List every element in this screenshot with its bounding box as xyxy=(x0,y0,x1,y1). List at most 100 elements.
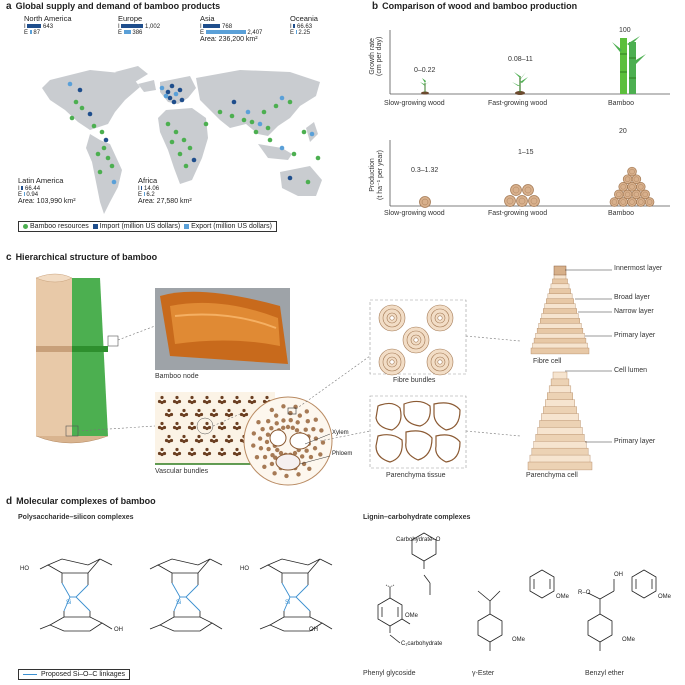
log-end xyxy=(631,174,642,184)
world-map xyxy=(42,66,322,214)
vascular-bundle-dot xyxy=(197,439,201,444)
fibre-cell-dot xyxy=(288,410,293,416)
log-end xyxy=(504,195,516,207)
trade-dot xyxy=(279,95,285,101)
bamboo-resource-dot xyxy=(73,99,79,105)
production-xlabel-slow: Slow-growing wood xyxy=(384,210,445,217)
log-ring xyxy=(633,191,640,198)
vascular-bundle-dot xyxy=(217,425,222,430)
vascular-bundle-dot xyxy=(235,421,239,426)
import-legend-icon xyxy=(92,223,98,229)
slow-seedling-icon xyxy=(420,78,430,95)
fibre-cell-dot xyxy=(281,404,286,409)
log-ring xyxy=(611,199,618,205)
si-label-2: Si xyxy=(176,600,182,606)
bamboo-resource-dot xyxy=(91,123,97,129)
fibre-cell-dot xyxy=(303,427,308,432)
export-row: E 2.25 xyxy=(290,30,311,36)
vascular-bundle-dot xyxy=(164,438,169,443)
vascular-bundle-dot xyxy=(220,447,224,452)
fibre-cell-dot xyxy=(290,425,295,431)
log-ring xyxy=(512,186,520,194)
trade-dot xyxy=(169,83,175,89)
fibre-ring xyxy=(437,359,443,365)
vascular-bundle-dot xyxy=(235,447,239,452)
cell-wall-layer xyxy=(527,461,593,471)
vascular-bundle-dot xyxy=(192,451,197,456)
fibre-cell-dot xyxy=(269,461,275,467)
export-row: E 6.2 xyxy=(138,192,155,198)
fibre-cell-dot xyxy=(288,417,293,423)
fibre-ring xyxy=(382,352,402,372)
trade-dot xyxy=(191,157,197,163)
log-ring xyxy=(629,199,635,205)
bamboo-resource-dot xyxy=(287,99,293,105)
import-row: I 66.44 xyxy=(18,186,41,192)
bond-line xyxy=(321,622,333,630)
vascular-bundle-dot xyxy=(175,447,179,452)
export-legend-icon xyxy=(184,223,190,229)
export-bar xyxy=(23,192,25,197)
growth-xlabel-slow: Slow-growing wood xyxy=(384,100,445,107)
vascular-bundle-dot xyxy=(182,434,186,439)
fibre-cell-dot xyxy=(313,417,318,422)
label-fibre-cell: Fibre cell xyxy=(533,358,562,365)
vascular-bundle-dot xyxy=(175,426,179,431)
vascular-bundle-dot xyxy=(157,451,162,456)
export-row: E 87 xyxy=(24,30,41,36)
vascular-bundle-dot xyxy=(162,451,167,456)
fibre-ring xyxy=(410,334,422,346)
vascular-bundle-dot xyxy=(235,400,239,405)
vascular-bundle-dot xyxy=(205,426,209,431)
vascular-bundle-dot xyxy=(235,452,239,457)
region-area: Area: 103,990 km² xyxy=(18,198,76,205)
vascular-bundle-dot xyxy=(207,399,212,404)
fibre-cell-dot xyxy=(262,454,268,460)
oh-label-1: OH xyxy=(114,627,123,633)
bamboo-resource-dot xyxy=(273,103,279,109)
bond-line xyxy=(319,558,333,566)
region-name: Oceania xyxy=(290,14,318,23)
trade-dot xyxy=(309,131,315,137)
vascular-bundle-dot xyxy=(162,425,167,430)
bamboo-resource-dot xyxy=(183,163,189,169)
log-ring xyxy=(620,184,626,190)
production-value-fast: 1–15 xyxy=(518,149,534,156)
ho-label-2: HO xyxy=(240,566,249,572)
vascular-bundle-dot xyxy=(190,395,194,400)
fibre-cell-dot xyxy=(305,419,310,424)
vascular-bundle-dot xyxy=(250,400,254,405)
vascular-bundle-dot xyxy=(229,438,234,443)
vascular-bundle-dot xyxy=(237,425,242,430)
fibre-ring xyxy=(389,315,395,321)
bamboo-resource-dot xyxy=(109,163,115,169)
bamboo-resource-dot xyxy=(177,151,183,157)
fibre-ring xyxy=(430,352,450,372)
fibre-cell-dot xyxy=(281,418,286,423)
bond-line xyxy=(47,558,101,574)
fibre-ring xyxy=(386,312,398,324)
vascular-bundle-dot xyxy=(182,408,186,413)
bamboo-resource-dot xyxy=(95,151,101,157)
vascular-bundle-dot xyxy=(187,399,192,404)
region-area: Area: 27,580 km² xyxy=(138,198,192,205)
log-ring xyxy=(638,199,644,205)
vascular-bundle-dot xyxy=(244,412,249,417)
vascular-bundle-dot xyxy=(187,425,192,430)
fibre-cell-dot xyxy=(260,426,265,432)
bond-line xyxy=(157,558,211,574)
vascular-bundle-dot xyxy=(167,408,171,413)
vascular-bundle-dot xyxy=(212,434,216,439)
trade-dot xyxy=(171,99,177,105)
log-end xyxy=(644,197,655,207)
trade-dot xyxy=(231,99,237,105)
fibre-ring xyxy=(434,312,446,324)
export-row: E 386 xyxy=(118,30,143,36)
vascular-bundle-dot xyxy=(199,412,204,417)
vascular-bundle-dot xyxy=(175,395,179,400)
fibre-ring xyxy=(382,308,402,328)
production-value-bamboo: 20 xyxy=(619,128,627,135)
vascular-bundle-dot xyxy=(205,452,209,457)
